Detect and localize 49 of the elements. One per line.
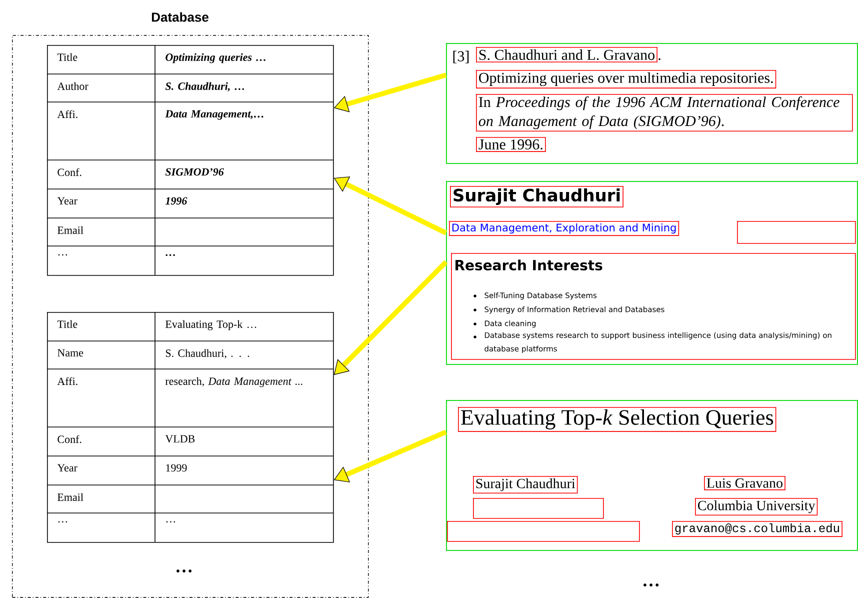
highlight-box: Luis Gravano <box>704 476 786 490</box>
highlight-box: gravano@cs.columbia.edu <box>672 521 842 537</box>
highlight-box: June 1996. <box>476 137 546 152</box>
table-cell: Affi. <box>57 377 78 386</box>
highlight-box: Surajit Chaudhuri <box>473 476 578 494</box>
ellipsis: … <box>176 570 192 572</box>
highlight-box <box>737 221 856 244</box>
reference-number: [3] <box>453 50 469 64</box>
block-arrow <box>334 260 448 375</box>
table-cell: Evaluating Top-k … <box>166 320 256 330</box>
table-cell: Author <box>57 82 88 90</box>
highlight-box: Columbia University <box>695 498 818 516</box>
table-cell: Year <box>57 464 78 472</box>
homepage-panel <box>446 181 858 365</box>
table-cell: Name <box>58 349 84 357</box>
table-cell: Email <box>58 493 84 501</box>
table-cell: S. Chaudhuri, … <box>165 82 244 92</box>
highlight-box <box>473 498 604 519</box>
table-cell: Title <box>57 320 78 328</box>
table-cell: S. Chaudhuri, . . . <box>166 349 250 359</box>
highlight-box: In Proceedings of the 1996 ACM International Conference on Management of Data (SIGMOD’96). <box>476 94 853 132</box>
punctuation: . <box>658 58 660 60</box>
table-cell: 1999 <box>166 464 187 472</box>
table-cell: … <box>166 254 175 256</box>
table-cell: Affi. <box>57 110 78 118</box>
table-cell: Year <box>57 197 78 205</box>
table-cell: Data Management,… <box>165 110 264 120</box>
table-cell: … <box>58 254 68 256</box>
highlight-box: Optimizing queries over multimedia repositories. <box>476 70 776 88</box>
ellipsis: … <box>644 584 659 586</box>
table-cell: 1996 <box>165 197 188 205</box>
table-cell: Optimizing queries … <box>166 53 266 64</box>
highlight-box: S. Chaudhuri and L. Gravano <box>476 47 658 62</box>
table-cell: VLDB <box>165 435 195 443</box>
table-cell: Conf. <box>58 435 82 444</box>
paper-panel <box>446 400 858 551</box>
heading: Database <box>152 12 208 22</box>
table-cell: research, Data Management ... <box>165 377 302 388</box>
table-cell: … <box>58 521 68 522</box>
highlight-box: Surajit Chaudhuri <box>450 186 624 208</box>
link: Data Management, Exploration and Mining <box>449 221 680 236</box>
highlight-box <box>447 521 640 542</box>
highlight-box: Evaluating Top-k Selection Queries <box>458 407 776 432</box>
table-cell: SIGMOD’96 <box>165 168 224 176</box>
section-heading: Research Interests <box>456 260 602 270</box>
table-cell: … <box>166 521 176 522</box>
table-cell: Email <box>58 226 84 234</box>
table-cell: Conf. <box>58 168 82 176</box>
table-cell: Title <box>57 53 78 61</box>
